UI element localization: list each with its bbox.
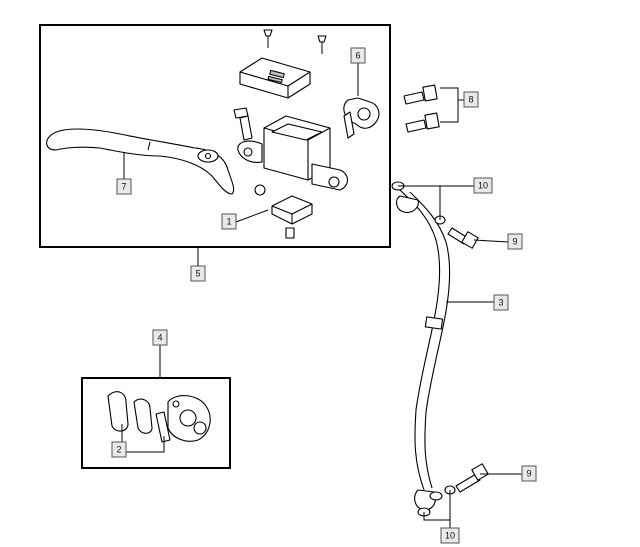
reservoir-cap <box>239 57 311 99</box>
callout-8: 8 <box>463 91 479 108</box>
caliper-assembly-frame <box>81 377 231 469</box>
callout-label: 1 <box>226 217 231 227</box>
callout-7: 7 <box>116 178 132 195</box>
callout-label: 10 <box>445 531 455 541</box>
brake-pads <box>107 391 171 443</box>
callout-label: 2 <box>116 445 121 455</box>
banjo-washers <box>391 181 456 517</box>
mounting-bolts <box>403 84 440 133</box>
callout-5: 5 <box>190 265 206 282</box>
callout-label: 6 <box>355 51 360 61</box>
callout-label: 3 <box>498 298 503 308</box>
callout-9-lower: 9 <box>521 465 537 482</box>
cap-screws <box>263 29 327 54</box>
callout-6: 6 <box>350 47 366 64</box>
callout-label: 10 <box>478 181 488 191</box>
callout-label: 9 <box>512 237 517 247</box>
callout-label: 4 <box>157 333 162 343</box>
callout-10-lower: 10 <box>440 527 460 544</box>
banjo-bolts <box>447 227 489 493</box>
callout-3: 3 <box>493 294 509 311</box>
master-cylinder-assembly-frame <box>39 24 391 248</box>
leader-lines <box>121 62 522 530</box>
callout-2: 2 <box>111 441 127 458</box>
handlebar-clamp <box>343 97 380 139</box>
callout-label: 9 <box>526 469 531 479</box>
callout-label: 8 <box>468 95 473 105</box>
callout-label: 5 <box>195 269 200 279</box>
callout-9-upper: 9 <box>507 233 523 250</box>
pivot-bolt <box>233 107 253 141</box>
brake-caliper <box>167 395 211 442</box>
master-cylinder-body <box>237 115 349 191</box>
brake-lever <box>46 128 235 195</box>
callout-label: 7 <box>121 182 126 192</box>
callout-1: 1 <box>221 213 237 230</box>
callout-10-upper: 10 <box>473 177 493 194</box>
brake-light-switch <box>254 184 313 239</box>
callout-4: 4 <box>152 329 168 346</box>
brake-hose <box>395 189 451 511</box>
